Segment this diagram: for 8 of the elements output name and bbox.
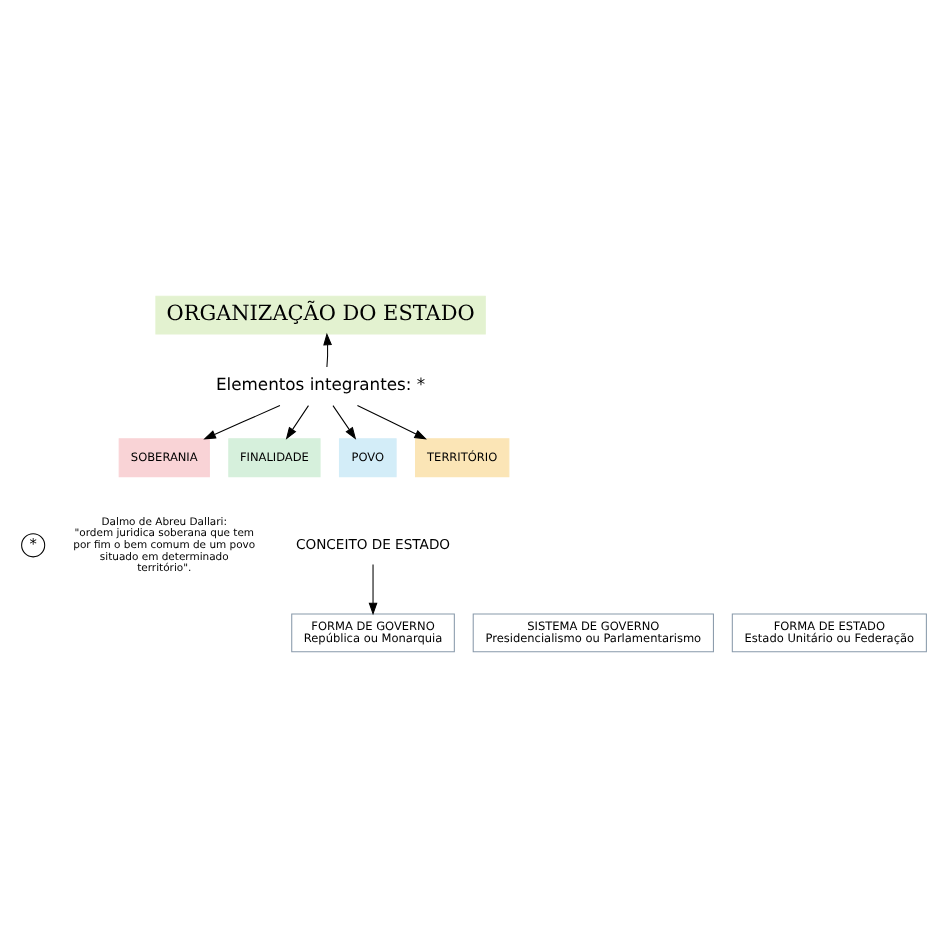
arrow xyxy=(285,404,309,439)
arrow xyxy=(356,403,427,439)
arrow xyxy=(323,331,332,367)
arrow xyxy=(368,563,378,615)
arrow xyxy=(203,403,281,439)
arrow xyxy=(332,404,357,439)
node-text: Elementos integrantes: * xyxy=(216,373,426,394)
node-box: ORGANIZAÇÃO DO ESTADO xyxy=(155,294,486,334)
